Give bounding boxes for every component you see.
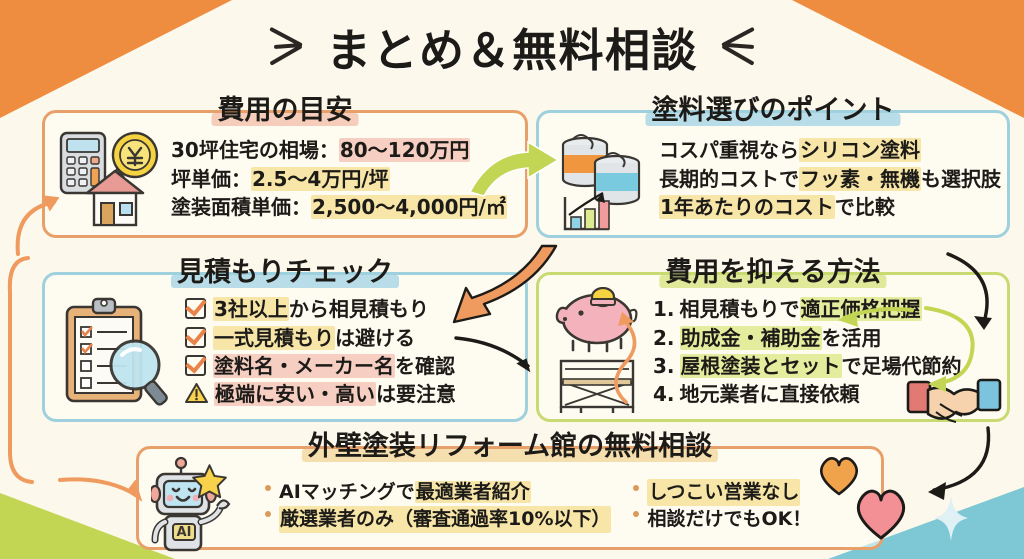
save-item-3: 3. 屋根塗装とセットで足場代節約 <box>653 354 962 378</box>
magnifier-icon <box>109 339 168 406</box>
estimate-item-2: 一式見積もりは避ける <box>185 324 456 352</box>
panel-paint: 塗料選びのポイント <box>536 96 1010 238</box>
sparkle-icon <box>934 495 968 541</box>
panel-cost-icons <box>57 127 161 231</box>
arrow-piggy-to-list <box>614 312 637 404</box>
title-slash-left-icon <box>268 26 304 66</box>
paint-line-2: 長期的コストでフッ素・無機も選択肢 <box>659 166 1001 191</box>
consult-left-column: AIマッチングで最適業者紹介 厳選業者のみ（審査通過率10%以下） <box>265 479 612 533</box>
star-icon <box>192 464 227 499</box>
piggy-bank-icon <box>555 287 638 353</box>
panel-consult-title: 外壁塗装リフォーム館の無料相談 <box>298 431 722 464</box>
cost-line-2: 坪単価：2.5〜4万円/坪 <box>171 166 390 191</box>
paint-can-icon <box>561 134 641 206</box>
arrow-into-consult <box>58 477 143 502</box>
warning-icon <box>185 383 208 404</box>
arrow-save-down-right <box>946 252 992 330</box>
arrow-cost-to-paint <box>468 140 560 197</box>
checkbox-icon <box>185 326 206 348</box>
consult-left-item-1: AIマッチングで最適業者紹介 <box>265 479 611 506</box>
save-item-2: 2. 助成金・補助金を活用 <box>653 325 882 350</box>
estimate-item-3: 塗料名・メーカー名を確認 <box>185 352 456 380</box>
panel-consult-icons: AI <box>151 456 255 556</box>
consult-right-item-2: 相談だけでもOK！ <box>633 506 811 533</box>
bullet-icon <box>265 511 271 518</box>
arrow-paint-to-estimate <box>452 244 558 324</box>
consult-right-item-1: しつこい営業なし <box>633 479 811 506</box>
robot-ai-label: AI <box>177 525 192 540</box>
arrow-left-rail <box>7 256 34 484</box>
estimate-item-4: 極端に安い・高いは要注意 <box>185 380 456 408</box>
heart-pink-icon <box>856 489 906 540</box>
arrow-save-item2-pointer <box>838 307 914 327</box>
title-slash-right-icon <box>720 26 756 66</box>
panel-estimate-items: 3社以上から相見積もり 一式見積もりは避ける 塗料名・メーカー名を確認 極 <box>185 295 456 409</box>
page-title-row: まとめ＆無料相談 <box>0 10 1024 82</box>
cost-line-3: 塗装面積単価：2,500〜4,000円/㎡ <box>171 195 507 220</box>
panel-consult-columns: AIマッチングで最適業者紹介 厳選業者のみ（審査通過率10%以下） しつこい営業… <box>265 479 811 533</box>
paint-line-3: 1年あたりのコストで比較 <box>659 195 895 220</box>
panel-save-icons <box>551 287 643 417</box>
arrow-save-loop <box>924 306 975 392</box>
paint-line-1: コスパ重視ならシリコン塗料 <box>659 138 921 163</box>
estimate-item-1: 3社以上から相見積もり <box>185 295 456 323</box>
corner-decoration-top-left <box>0 0 232 118</box>
handshake-icon <box>906 378 1002 423</box>
consult-right-column: しつこい営業なし 相談だけでもOK！ <box>633 479 811 533</box>
bullet-icon <box>265 484 271 491</box>
calculator-icon <box>59 131 107 195</box>
heart-orange-icon <box>820 457 858 496</box>
save-item-4: 4. 地元業者に直接依頼 <box>653 382 860 407</box>
bullet-icon <box>633 484 640 491</box>
panel-paint-lines: コスパ重視ならシリコン塗料 長期的コストでフッ素・無機も選択肢 1年あたりのコス… <box>659 136 1001 221</box>
cost-line-1: 30坪住宅の相場：80〜120万円 <box>171 138 471 163</box>
panel-paint-icons <box>551 127 649 231</box>
panel-cost-lines: 30坪住宅の相場：80〜120万円 坪単価：2.5〜4万円/坪 塗装面積単価：2… <box>171 136 507 221</box>
panel-estimate-icons <box>57 293 175 411</box>
ai-robot-icon: AI <box>151 456 231 552</box>
panel-consult: 外壁塗装リフォーム館の無料相談 AI <box>136 432 884 552</box>
save-item-1: 1. 相見積もりで適正価格把握 <box>653 297 922 322</box>
arrow-save-to-consult <box>928 426 991 500</box>
corner-decoration-top-right <box>792 0 1024 118</box>
page-title: まとめ＆無料相談 <box>325 23 698 77</box>
panel-paint-title: 塗料選びのポイント <box>642 95 905 128</box>
checkbox-icon <box>185 298 206 320</box>
scaffolding-icon <box>559 359 635 413</box>
checkbox-icon <box>185 355 206 376</box>
panel-estimate-title: 見積もりチェック <box>167 257 403 290</box>
bullet-icon <box>633 511 640 518</box>
yen-coin-icon <box>108 131 159 181</box>
arrow-left-into-cost <box>15 195 60 256</box>
panel-save-title: 費用を抑える方法 <box>655 257 890 290</box>
house-icon <box>85 169 145 227</box>
panel-cost-title: 費用の目安 <box>208 95 363 128</box>
bar-chart-icon <box>563 192 610 231</box>
panel-save-items: 1. 相見積もりで適正価格把握 2. 助成金・補助金を活用 3. 屋根塗装とセッ… <box>653 295 962 409</box>
panel-cost: 費用の目安 <box>42 96 528 238</box>
panel-estimate: 見積もりチェック <box>42 258 528 422</box>
arrow-estimate-to-save <box>454 336 531 373</box>
consult-left-item-2: 厳選業者のみ（審査通過率10%以下） <box>265 506 612 533</box>
